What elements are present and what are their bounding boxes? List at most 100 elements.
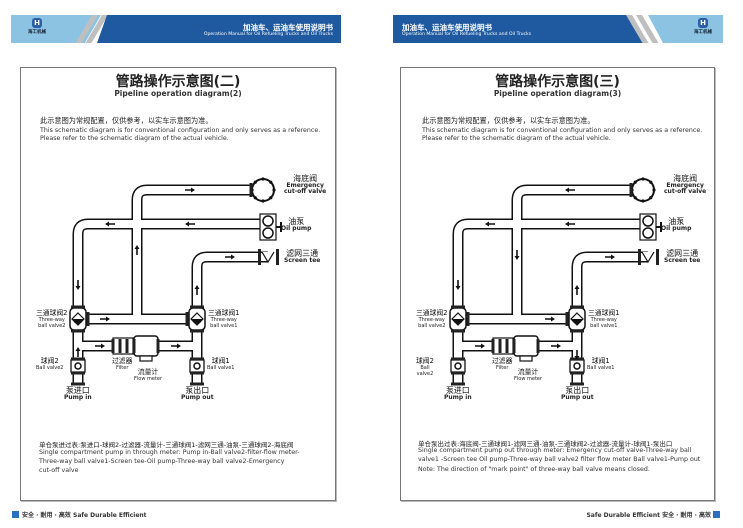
- flange: [565, 312, 569, 326]
- label-text: Emergency: [286, 181, 324, 189]
- label-text: Pump out: [561, 393, 594, 401]
- page-number-badge: [12, 511, 19, 518]
- label-text: cut-off valve: [664, 188, 707, 195]
- pump-rotor: [642, 215, 654, 227]
- flange: [185, 312, 189, 326]
- bolt: [649, 196, 653, 200]
- note-en-2: Please refer to the schematic diagram of…: [40, 135, 229, 142]
- route-en-2: valve1 -Screen tee Oil pump-Three-way ba…: [418, 456, 701, 463]
- flow-arrow-icon: [455, 280, 461, 290]
- bolt: [261, 177, 265, 181]
- flange: [190, 357, 204, 361]
- label-text: 泵出口: [565, 386, 590, 395]
- flange: [466, 312, 470, 326]
- flange: [451, 382, 465, 386]
- note-en-1: This schematic diagram is for convention…: [422, 127, 703, 134]
- pipeline-diagram-3: [449, 177, 662, 386]
- flange: [258, 249, 261, 265]
- flange: [71, 382, 85, 386]
- filter-icon: [492, 337, 514, 355]
- route-en-1: Single compartment pump out through mete…: [418, 447, 692, 454]
- route-cn: 单仓泵出过表:海底阀-三通球阀1-滤网三通-油泵-三通球阀2-过滤器-流量计-球…: [418, 440, 673, 448]
- bolt: [272, 188, 276, 192]
- label-text: Pump out: [181, 393, 214, 401]
- bolt: [649, 180, 653, 184]
- flange: [629, 183, 633, 197]
- label-text: 球阀1: [211, 357, 230, 365]
- pipe: [74, 220, 262, 385]
- pump-rotor: [262, 227, 274, 239]
- pipeline-note: Note: The direction of "mark point" of t…: [418, 466, 650, 473]
- label-text: ball valve1: [210, 323, 238, 329]
- flow-arrow-icon: [225, 254, 235, 260]
- flow-arrow-icon: [185, 187, 195, 193]
- label-text: 球阀1: [591, 357, 610, 365]
- page-title: 管路操作示意图(三): [495, 74, 620, 90]
- bolt: [633, 180, 637, 184]
- pump-handle: [656, 222, 662, 232]
- label-text: Flow meter: [514, 375, 543, 382]
- screen-tee-icon: [641, 251, 655, 264]
- label-text: Ball: [420, 364, 430, 371]
- label-text: cut-off valve: [284, 188, 327, 195]
- label-text: Filter: [116, 364, 129, 371]
- flange: [536, 339, 540, 353]
- label-text: ball valve2: [38, 323, 66, 329]
- footer-slogan: Safe Durable Efficient 安全 · 耐用 · 高效: [586, 512, 711, 519]
- pump-rotor: [262, 215, 274, 227]
- flange: [451, 305, 465, 309]
- ball: [454, 362, 462, 370]
- label-text: ball valve1: [590, 323, 618, 329]
- label-text: Pump in: [444, 393, 472, 401]
- valve-mark: [572, 319, 582, 324]
- label-text: 流量计: [137, 368, 159, 376]
- route-cn: 单仓泵进过表:泵进口-球阀2-过滤器-流量计-三通球阀1-滤网三通-油泵-三通球…: [39, 441, 294, 449]
- label-text: Oil pump: [281, 224, 312, 232]
- flange: [71, 357, 85, 361]
- flow-meter-icon: [133, 335, 159, 357]
- bolt: [652, 188, 656, 192]
- flange: [498, 339, 502, 353]
- flow-arrow-icon: [514, 250, 520, 260]
- label-text: Screen tee: [284, 256, 321, 264]
- flange: [125, 339, 129, 353]
- label-text: Three-way: [418, 316, 445, 323]
- label-text: 球阀2: [416, 357, 434, 365]
- label-text: 泵出口: [185, 386, 210, 395]
- page-number-badge: [713, 511, 720, 518]
- bolt: [253, 196, 257, 200]
- flange: [71, 329, 85, 333]
- label-text: Ball valve1: [207, 364, 235, 371]
- note-en-1: This schematic diagram is for convention…: [40, 127, 321, 134]
- flange: [132, 339, 136, 353]
- flange: [276, 249, 279, 265]
- pipeline-diagram-2: [69, 177, 282, 386]
- label-text: 三通球阀1: [588, 309, 620, 317]
- note-en-2: Please refer to the schematic diagram of…: [422, 135, 611, 142]
- flow-arrow-icon: [485, 221, 495, 227]
- flange: [156, 339, 160, 353]
- label-text: Ball valve1: [587, 364, 615, 371]
- flange: [118, 339, 122, 353]
- bolt: [641, 177, 645, 181]
- flow-arrow-icon: [95, 343, 105, 349]
- label-text: 海底阀: [673, 174, 698, 183]
- label-text: 滤网三通: [286, 249, 319, 258]
- flange: [451, 329, 465, 333]
